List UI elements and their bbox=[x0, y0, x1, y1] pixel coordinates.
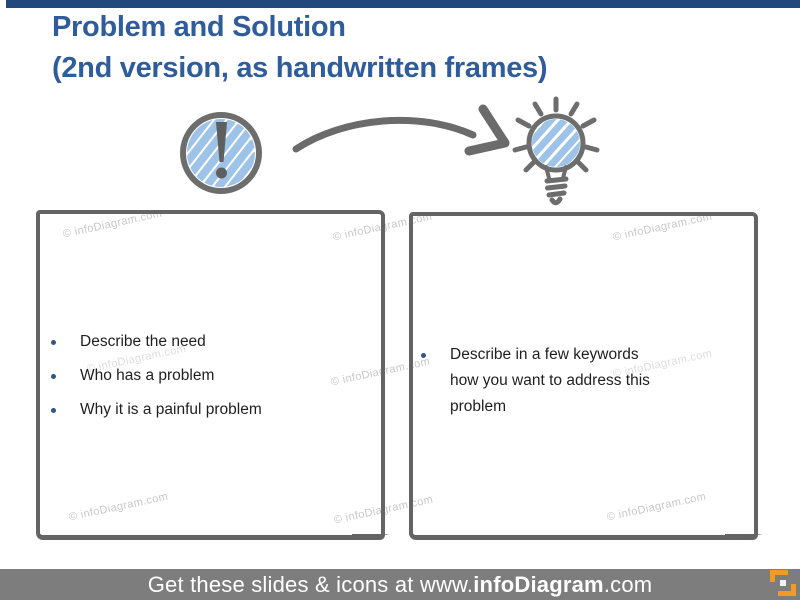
logo-bottom-bracket bbox=[778, 584, 796, 596]
footer-bar: Get these slides & icons at www.infoDiag… bbox=[0, 569, 800, 600]
slide-title: Problem and Solution (2nd version, as ha… bbox=[52, 7, 548, 89]
bullet-dot bbox=[51, 374, 56, 379]
top-accent-bar bbox=[6, 0, 800, 8]
list-item: Describe the need bbox=[51, 332, 373, 352]
bullet-dot bbox=[51, 408, 56, 413]
list-item: Why it is a painful problem bbox=[51, 400, 373, 420]
problem-frame: Describe the need Who has a problem Why … bbox=[36, 210, 390, 540]
exclamation-circle-icon bbox=[178, 110, 264, 201]
lightbulb-icon bbox=[505, 96, 615, 219]
slide-title-line1: Problem and Solution bbox=[52, 11, 346, 43]
problem-bullet-list: Describe the need Who has a problem Why … bbox=[51, 332, 373, 434]
list-item-text: Describe in a few keywords how you want … bbox=[450, 346, 650, 415]
footer-text-suffix: .com bbox=[603, 571, 653, 597]
list-item-text: Describe the need bbox=[80, 333, 206, 350]
logo-center-square bbox=[780, 580, 786, 586]
list-item: Describe in a few keywords how you want … bbox=[421, 342, 746, 420]
footer-brand: infoDiagram bbox=[473, 571, 604, 597]
solution-frame: Describe in a few keywords how you want … bbox=[409, 212, 763, 540]
slide-title-line2: (2nd version, as handwritten frames) bbox=[52, 52, 548, 84]
list-item-text: Who has a problem bbox=[80, 367, 215, 384]
infodiagram-logo-icon bbox=[770, 570, 796, 596]
solution-bullet-list: Describe in a few keywords how you want … bbox=[421, 342, 746, 434]
footer-text-prefix: Get these slides & icons at www. bbox=[147, 571, 474, 597]
arrow-right-icon bbox=[290, 95, 515, 170]
logo-top-bracket bbox=[770, 570, 788, 582]
bullet-dot bbox=[51, 340, 56, 345]
bullet-dot bbox=[421, 353, 426, 358]
list-item-text: Why it is a painful problem bbox=[80, 401, 262, 418]
list-item: Who has a problem bbox=[51, 366, 373, 386]
